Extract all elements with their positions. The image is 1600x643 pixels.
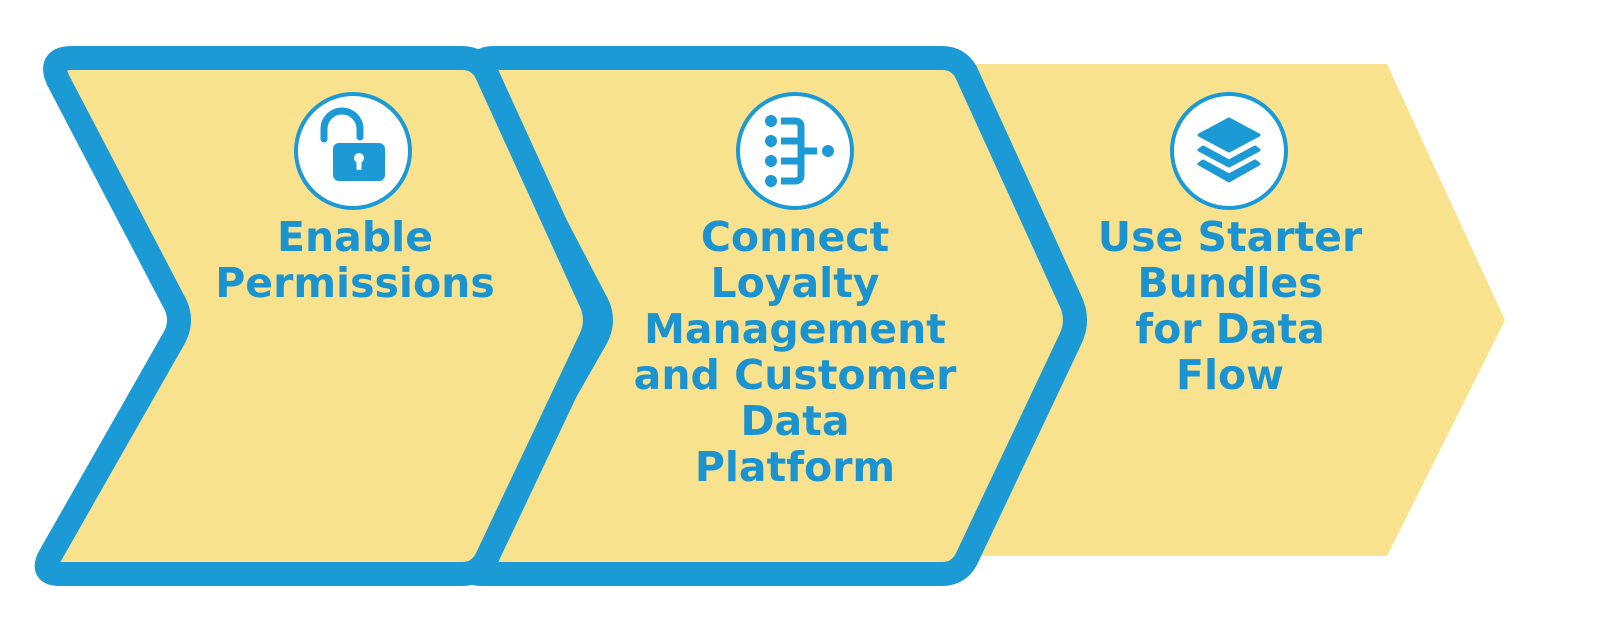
- step-2-line: and Customer: [633, 351, 957, 399]
- step-3-line: for Data: [1135, 305, 1325, 353]
- step-1-line: Enable: [276, 213, 434, 261]
- step-1-label: Enable Permissions: [205, 214, 505, 306]
- data-flow-icon: [733, 89, 857, 213]
- step-2-line: Platform: [694, 443, 896, 491]
- step-3-line: Bundles: [1137, 259, 1323, 307]
- step-3-label: Use Starter Bundles for Data Flow: [1080, 214, 1380, 398]
- layers-icon: [1167, 89, 1291, 213]
- unlocked-padlock-icon: [291, 89, 415, 213]
- step-1-line: Permissions: [215, 259, 495, 307]
- step-2-line: Loyalty: [710, 259, 880, 307]
- step-3-line: Flow: [1175, 351, 1285, 399]
- step-2-line: Connect: [700, 213, 890, 261]
- step-1-chevron: [34, 46, 607, 586]
- step-2-line: Management: [644, 305, 946, 353]
- step-2-line: Data: [740, 397, 850, 445]
- step-3-line: Use Starter: [1097, 213, 1363, 261]
- step-2-label: Connect Loyalty Management and Customer …: [620, 214, 970, 490]
- step-3-chevron: [965, 64, 1505, 556]
